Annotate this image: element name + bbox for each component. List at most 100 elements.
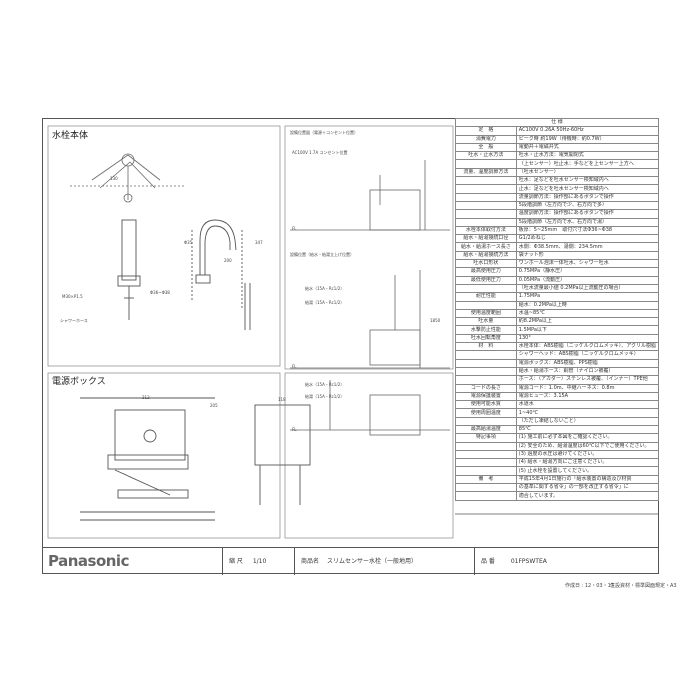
spec-row: (4) 給水・給湯方向にご注意ください。 — [455, 458, 660, 468]
spec-row: 材 料水栓本体：ABS樹脂（ニッケルクロムメッキ）、アクリル樹脂 — [455, 341, 660, 352]
spec-row: 全 般電動弁＋電磁弁式 — [455, 142, 660, 153]
faucet-section-title: 水栓本体 — [52, 131, 89, 141]
dim-phi35: Φ35 — [184, 240, 193, 245]
spec-value: 85℃ — [515, 424, 660, 435]
faucet-side-view — [117, 219, 251, 330]
power-box-panel-frame — [47, 372, 281, 539]
spec-key — [455, 458, 517, 468]
spec-value: 給水・給湯ホース：銅管（ナイロン被覆） — [515, 366, 660, 377]
spec-key: 使用可能水質 — [455, 400, 517, 410]
spec-value: (4) 給水・給湯方向にご注意ください。 — [515, 458, 660, 468]
code-label: 品 番 — [481, 558, 495, 565]
spec-key: 流量、温度調節方法 — [455, 167, 517, 178]
spec-key — [455, 300, 517, 310]
spec-row: 消費電力ピーク時 約19W（待機時：約0.7W） — [455, 134, 660, 144]
spec-key: 水栓本体取付方法 — [455, 225, 517, 236]
spec-key: 給水・給湯接続方法 — [455, 250, 517, 261]
scale-cell: 縮 尺 1/10 — [222, 548, 294, 575]
spec-value: 袋ナット形 — [515, 250, 660, 261]
power-box-view — [80, 397, 311, 521]
spec-key — [455, 184, 517, 194]
spec-row: 給水・給湯ホース：銅管（ナイロン被覆） — [455, 366, 660, 377]
spec-row: コードの長さ電源コード：1.0m、中継ハーネス：0.8m — [455, 383, 660, 393]
outlet-note: AC100V 1.7A コンセント位置 — [292, 150, 348, 155]
spec-value: (3) 過度の水圧は避けてください。 — [515, 449, 660, 460]
faucet-panel-frame — [47, 125, 281, 367]
spec-key — [455, 209, 517, 219]
spec-value: 流量調節方法：操作部にあるボタンで操作 — [515, 192, 660, 202]
spec-value: 130° — [515, 333, 660, 344]
spec-key: 吐水量 — [455, 317, 517, 327]
spec-key: 最低使用圧力 — [455, 275, 517, 285]
spec-key — [455, 358, 517, 368]
spec-key — [455, 449, 517, 460]
power-box-section-title: 電源ボックス — [52, 377, 106, 387]
pipe-label-water: 給水（15A・Rc1/2） — [305, 286, 345, 291]
scale-label: 縮 尺 — [229, 558, 243, 565]
spec-key: 材 料 — [455, 341, 517, 352]
spec-value: 1.5MPa以下 — [515, 325, 660, 335]
spec-value: 温度調節方法：操作部にあるボタンで操作 — [515, 209, 660, 219]
spec-value: 電源コード：1.0m、中継ハーネス：0.8m — [515, 383, 660, 393]
spec-value: (1) 施工前に必ず本図をご確認ください。 — [515, 433, 660, 443]
spec-row: 電源ボックス：ABS樹脂、PPS樹脂 — [455, 358, 660, 368]
spec-value: （吐水流量最小値 0.2MPa以上流動圧の場合） — [515, 283, 660, 294]
dim-212: 212 — [142, 395, 150, 400]
install-view-lower — [290, 380, 450, 436]
spec-value: シャワーヘッド：ABS樹脂（ニッケルクロムメッキ） — [515, 350, 660, 360]
spec-key — [455, 483, 517, 493]
spec-row: シャワーヘッド：ABS樹脂（ニッケルクロムメッキ） — [455, 350, 660, 360]
spec-row: 適合しています。 — [455, 491, 660, 501]
spec-key: 定 格 — [455, 126, 517, 136]
spec-value: ホース：（アカダー）ステンレス被覆、（インナー）TPE他 — [515, 375, 660, 385]
spec-key — [455, 159, 517, 169]
spec-value: 吐水・止水方法：電気開閉式 — [515, 151, 660, 161]
product-cell: 商品名 スリムセンサー水栓（一般地用） — [294, 548, 474, 575]
spec-key — [455, 283, 517, 294]
spec-row: 温度調節方法：操作部にあるボタンで操作 — [455, 209, 660, 219]
shower-hose-label: シャワーホース — [60, 318, 88, 323]
spec-key: 水撃防止性能 — [455, 325, 517, 335]
spec-value: 水栓本体：ABS樹脂（ニッケルクロムメッキ）、アクリル樹脂 — [515, 341, 660, 352]
code-cell: 品 番 01FPSWTEA — [474, 548, 659, 575]
spec-value: (2) 安全のため、給湯温度は60℃以下でご使用ください。 — [515, 441, 660, 451]
dim-hole: Φ36~Φ38 — [150, 290, 170, 295]
spec-value: 水道水 — [515, 400, 660, 410]
spec-value: 適合しています。 — [515, 491, 660, 501]
spec-row: 吐水・止水方法吐水・止水方法：電気開閉式 — [455, 151, 660, 161]
pipe-label-hot-2: 給湯（15A・Rc1/2） — [305, 394, 345, 399]
dim-1850: 1850 — [430, 318, 441, 323]
spec-key: 最高給湯温度 — [455, 424, 517, 435]
spec-key: 消費電力 — [455, 134, 517, 144]
spec-row: 流量、温度調節方法（吐水センサー） — [455, 167, 660, 178]
spec-value: の基準に関する省令」の一部を改正する省令」に — [515, 483, 660, 493]
spec-key — [455, 176, 517, 186]
spec-value: 板厚：5~25mm 取付穴寸法Φ36~Φ38 — [515, 225, 660, 236]
spec-key — [455, 466, 517, 476]
spec-key: 全 般 — [455, 142, 517, 153]
spec-value: 1~40℃ — [515, 408, 660, 418]
spec-row: 5段階調節（左方向で水、右方向で湯） — [455, 217, 660, 227]
spec-row: 給水：0.2MPa以上時 — [455, 300, 660, 310]
spec-value: 約8.2MPa以上 — [515, 317, 660, 327]
dim-thread: M30×P1.5 — [62, 294, 83, 299]
dim-347: 347 — [255, 240, 263, 245]
spec-key: 最高使用圧力 — [455, 267, 517, 277]
spec-row: 水栓本体取付方法板厚：5~25mm 取付穴寸法Φ36~Φ38 — [455, 225, 660, 236]
spec-key — [455, 491, 517, 501]
faucet-top-view — [70, 153, 185, 203]
install-view-upper — [290, 160, 450, 369]
spec-row: 流量調節方法：操作部にあるボタンで操作 — [455, 192, 660, 202]
spec-value: 0.75MPa（静水圧） — [515, 267, 660, 277]
spec-key: 耐圧性能 — [455, 292, 517, 302]
floor-label-1: FL — [292, 226, 297, 231]
spec-key — [455, 350, 517, 360]
spec-key — [455, 217, 517, 227]
spec-row: (3) 過度の水圧は避けてください。 — [455, 449, 660, 460]
